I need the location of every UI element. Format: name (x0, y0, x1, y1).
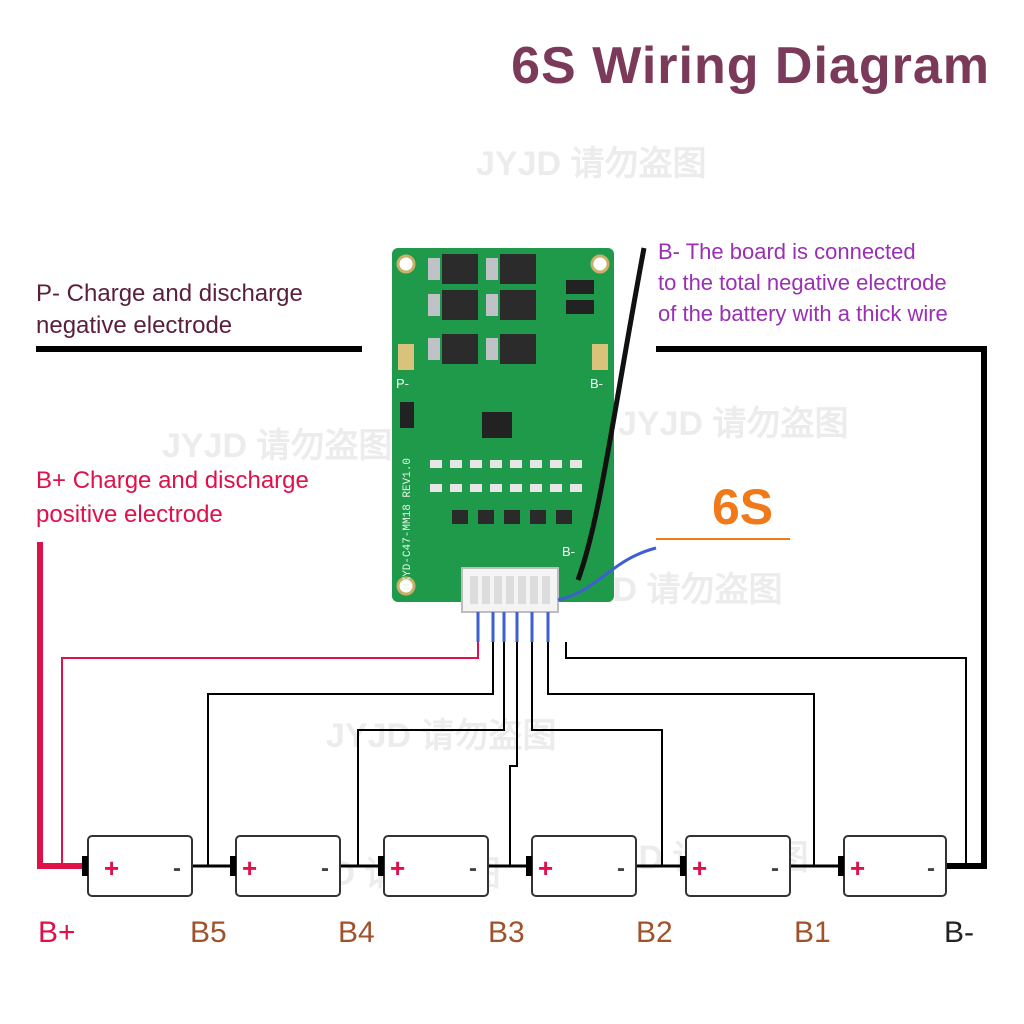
p-minus-pad (398, 344, 414, 370)
p-minus-line-2: negative electrode (36, 312, 233, 339)
terminal-label-b2: B2 (636, 916, 673, 949)
terminal-label-b1: B1 (794, 916, 831, 949)
b-plus-wire (37, 542, 86, 869)
battery-plus-sign: + (850, 853, 865, 883)
terminal-label-b5: B5 (190, 916, 227, 949)
battery-minus-sign: - (617, 855, 625, 882)
b-minus-label: B- The board is connected to the total n… (658, 236, 948, 329)
terminal-label-b-minus: B- (944, 916, 974, 949)
battery-plus-sign: + (390, 853, 405, 883)
battery-cell: + - (838, 835, 947, 897)
battery-plus-sign: + (538, 853, 553, 883)
sense-wire-b-plus (61, 642, 479, 866)
battery-minus-sign: - (927, 855, 935, 882)
sense-wire-b2 (531, 642, 663, 866)
pad-label-p: P- (396, 376, 409, 391)
b-plus-line-2: positive electrode (36, 501, 223, 528)
battery-plus-sign: + (242, 853, 257, 883)
pad-label-b-lower: B- (562, 544, 575, 559)
terminal-label-b4: B4 (338, 916, 375, 949)
battery-minus-sign: - (771, 855, 779, 882)
terminal-label-b-plus: B+ (38, 916, 76, 949)
b-plus-line-1: B+ Charge and discharge (36, 467, 309, 494)
sense-wire-b1 (547, 642, 815, 866)
pad-label-b: B- (590, 376, 603, 391)
battery-minus-sign: - (469, 855, 477, 882)
battery-minus-sign: - (321, 855, 329, 882)
b-minus-line-2: to the total negative electrode (658, 270, 947, 295)
sense-wire-b5 (207, 642, 494, 866)
b-minus-line-1: B- The board is connected (658, 239, 916, 264)
bms-board: P- B- B- HXYD-C47-MM18 REV1.0 (392, 248, 614, 613)
sense-wire-b4 (357, 642, 505, 866)
watermark: JYJD 请勿盗图 (476, 145, 707, 183)
board-silkscreen: HXYD-C47-MM18 REV1.0 (402, 458, 414, 590)
battery-cell: + - (230, 835, 341, 897)
battery-cell: + - (680, 835, 791, 897)
cell-count-label: 6S (712, 479, 774, 535)
p-minus-line-1: P- Charge and discharge (36, 280, 303, 307)
battery-cell: + - (378, 835, 489, 897)
b-plus-label: B+ Charge and discharge positive electro… (36, 464, 309, 532)
b-minus-line-3: of the battery with a thick wire (658, 301, 948, 326)
terminal-label-b3: B3 (488, 916, 525, 949)
battery-plus-sign: + (104, 853, 119, 883)
watermark: JYJD 请勿盗图 (326, 717, 557, 755)
diagram-title: 6S Wiring Diagram (511, 37, 990, 95)
battery-cell: + - (82, 835, 193, 897)
sense-wire-b3 (509, 642, 518, 866)
battery-minus-sign: - (173, 855, 181, 882)
watermark: JYJD 请勿盗图 (618, 405, 849, 443)
watermark: JYJD 请勿盗图 (162, 427, 393, 465)
sense-wire-b-minus (565, 642, 967, 866)
b-minus-wire (656, 346, 987, 869)
sense-wire-bundle (476, 546, 657, 642)
p-minus-label: P- Charge and discharge negative electro… (36, 278, 303, 342)
b-minus-pad (592, 344, 608, 370)
battery-plus-sign: + (692, 853, 707, 883)
board-b-minus-wire (575, 247, 647, 581)
battery-cell: + - (526, 835, 637, 897)
